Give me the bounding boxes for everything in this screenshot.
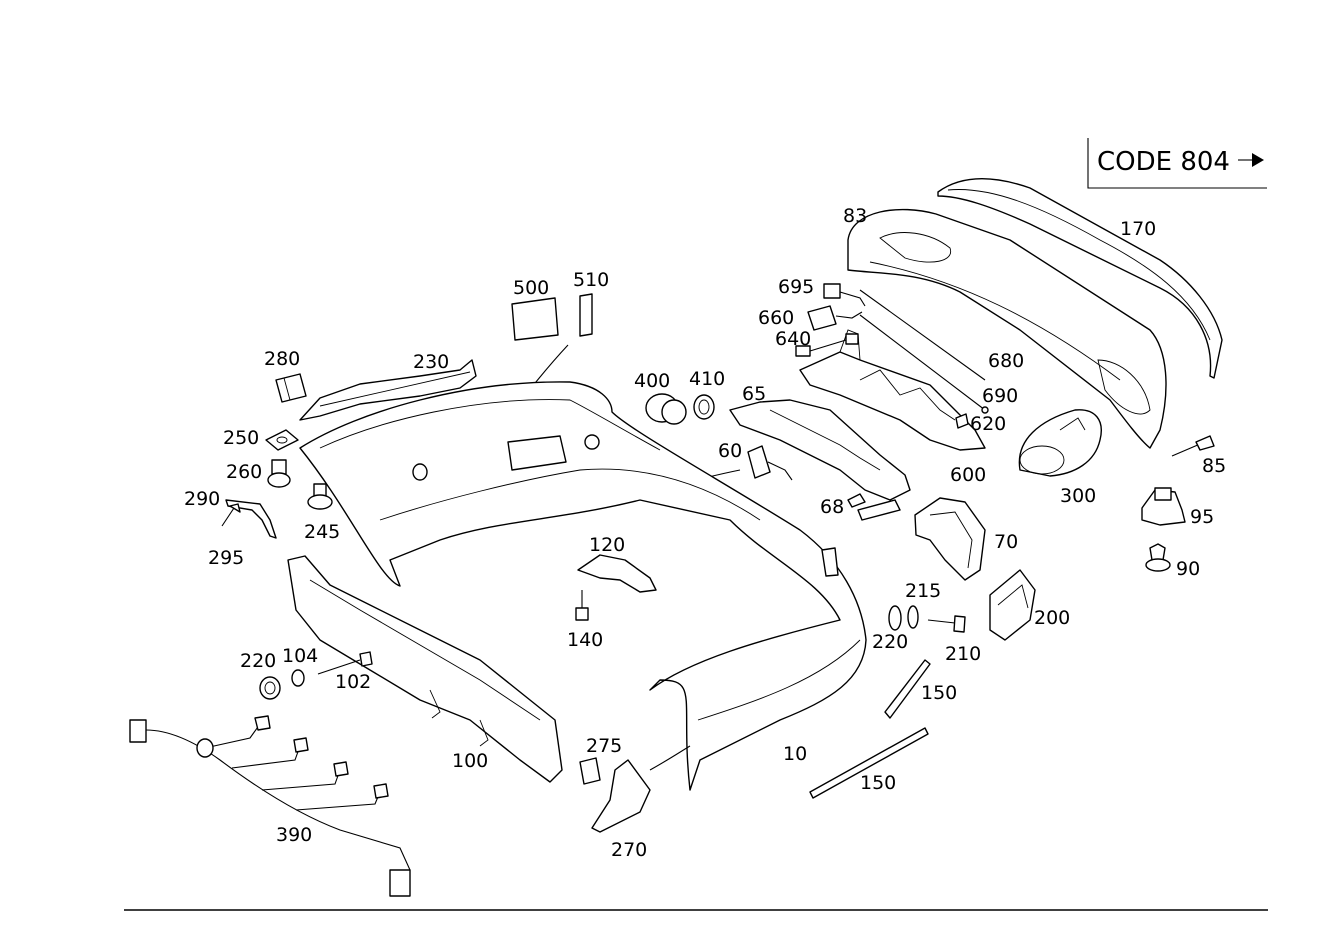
part-640-pad [795,333,859,357]
part-200-bracket [989,569,1036,641]
part-275-clip [579,757,601,785]
part-660-module [807,305,863,331]
arrow-right-icon [1252,153,1264,167]
part-70-bracket [914,497,986,581]
label-120: 120 [589,534,625,556]
part-85-pin [1171,435,1215,457]
label-210: 210 [945,643,981,665]
part-270-bracket [591,759,651,833]
label-295: 295 [208,547,244,569]
part-215-washer [907,605,919,629]
label-215: 215 [905,580,941,602]
label-150-lower: 150 [860,772,896,794]
label-140: 140 [567,629,603,651]
part-400-sensor [645,393,687,425]
part-695-sensor [823,283,866,307]
label-290: 290 [184,488,220,510]
label-300: 300 [1060,485,1096,507]
label-70: 70 [994,531,1018,553]
part-620-clip [955,413,969,429]
label-85: 85 [1202,455,1226,477]
part-210-bolt [927,615,966,633]
label-680: 680 [988,350,1024,372]
label-65: 65 [742,383,766,405]
label-400: 400 [634,370,670,392]
part-140-bolt [575,590,589,621]
part-390-wiring-harness [129,715,411,897]
part-120-bracket [577,554,657,593]
label-100: 100 [452,750,488,772]
label-500: 500 [513,277,549,299]
label-245: 245 [304,521,340,543]
part-295-screw [221,503,241,527]
part-260-screw [267,459,291,488]
part-245-grommet [307,483,333,510]
code-804-label: CODE 804 [1097,147,1230,177]
part-60-bracket [747,445,793,481]
part-150-molding-upper [884,659,931,719]
label-83: 83 [843,205,867,227]
callout-labels: 83 170 695 660 640 680 690 620 600 300 8… [184,205,1226,861]
label-150-upper: 150 [921,682,957,704]
label-260: 260 [226,461,262,483]
label-600: 600 [950,464,986,486]
label-60: 60 [718,440,742,462]
label-280: 280 [264,348,300,370]
label-695: 695 [778,276,814,298]
label-270: 270 [611,839,647,861]
label-10: 10 [783,743,807,765]
part-690-rod [859,314,986,411]
label-220-right: 220 [872,631,908,653]
label-660: 660 [758,307,794,329]
label-170: 170 [1120,218,1156,240]
part-170-trim-strip [937,178,1223,379]
label-410: 410 [689,368,725,390]
part-680-rod [859,289,986,381]
label-104: 104 [282,645,318,667]
label-250: 250 [223,427,259,449]
label-68: 68 [820,496,844,518]
part-83-rear-diffuser [847,208,1167,449]
part-102-bolt [317,651,373,675]
part-230-guide-strip [299,359,477,421]
part-68-clip [847,493,866,508]
part-250-nut-plate [265,429,299,451]
label-620: 620 [970,413,1006,435]
part-220-nut-left [259,676,281,700]
part-100-reinforcement [287,555,563,783]
part-10-bumper-cover [299,381,867,791]
label-95: 95 [1190,506,1214,528]
part-150-molding-lower [809,727,929,799]
label-275: 275 [586,735,622,757]
code-804-box: CODE 804 [1087,138,1267,189]
label-510: 510 [573,269,609,291]
label-390: 390 [276,824,312,846]
part-220-nut-right [888,605,902,631]
part-90-screw [1145,543,1171,572]
part-65-crossmember [729,399,911,501]
part-300-exhaust-tip [1018,409,1102,477]
part-95-holder [1141,487,1186,526]
label-230: 230 [413,351,449,373]
label-220-left: 220 [240,650,276,672]
part-280-clip [275,373,307,403]
part-65-foot [857,499,901,521]
part-500-cover [511,297,559,341]
part-600-bracket [799,329,986,451]
part-510-strip [579,293,593,337]
label-200: 200 [1034,607,1070,629]
label-102: 102 [335,671,371,693]
part-410-ring [693,394,715,420]
label-640: 640 [775,328,811,350]
label-690: 690 [982,385,1018,407]
part-104-washer [291,669,305,687]
label-90: 90 [1176,558,1200,580]
